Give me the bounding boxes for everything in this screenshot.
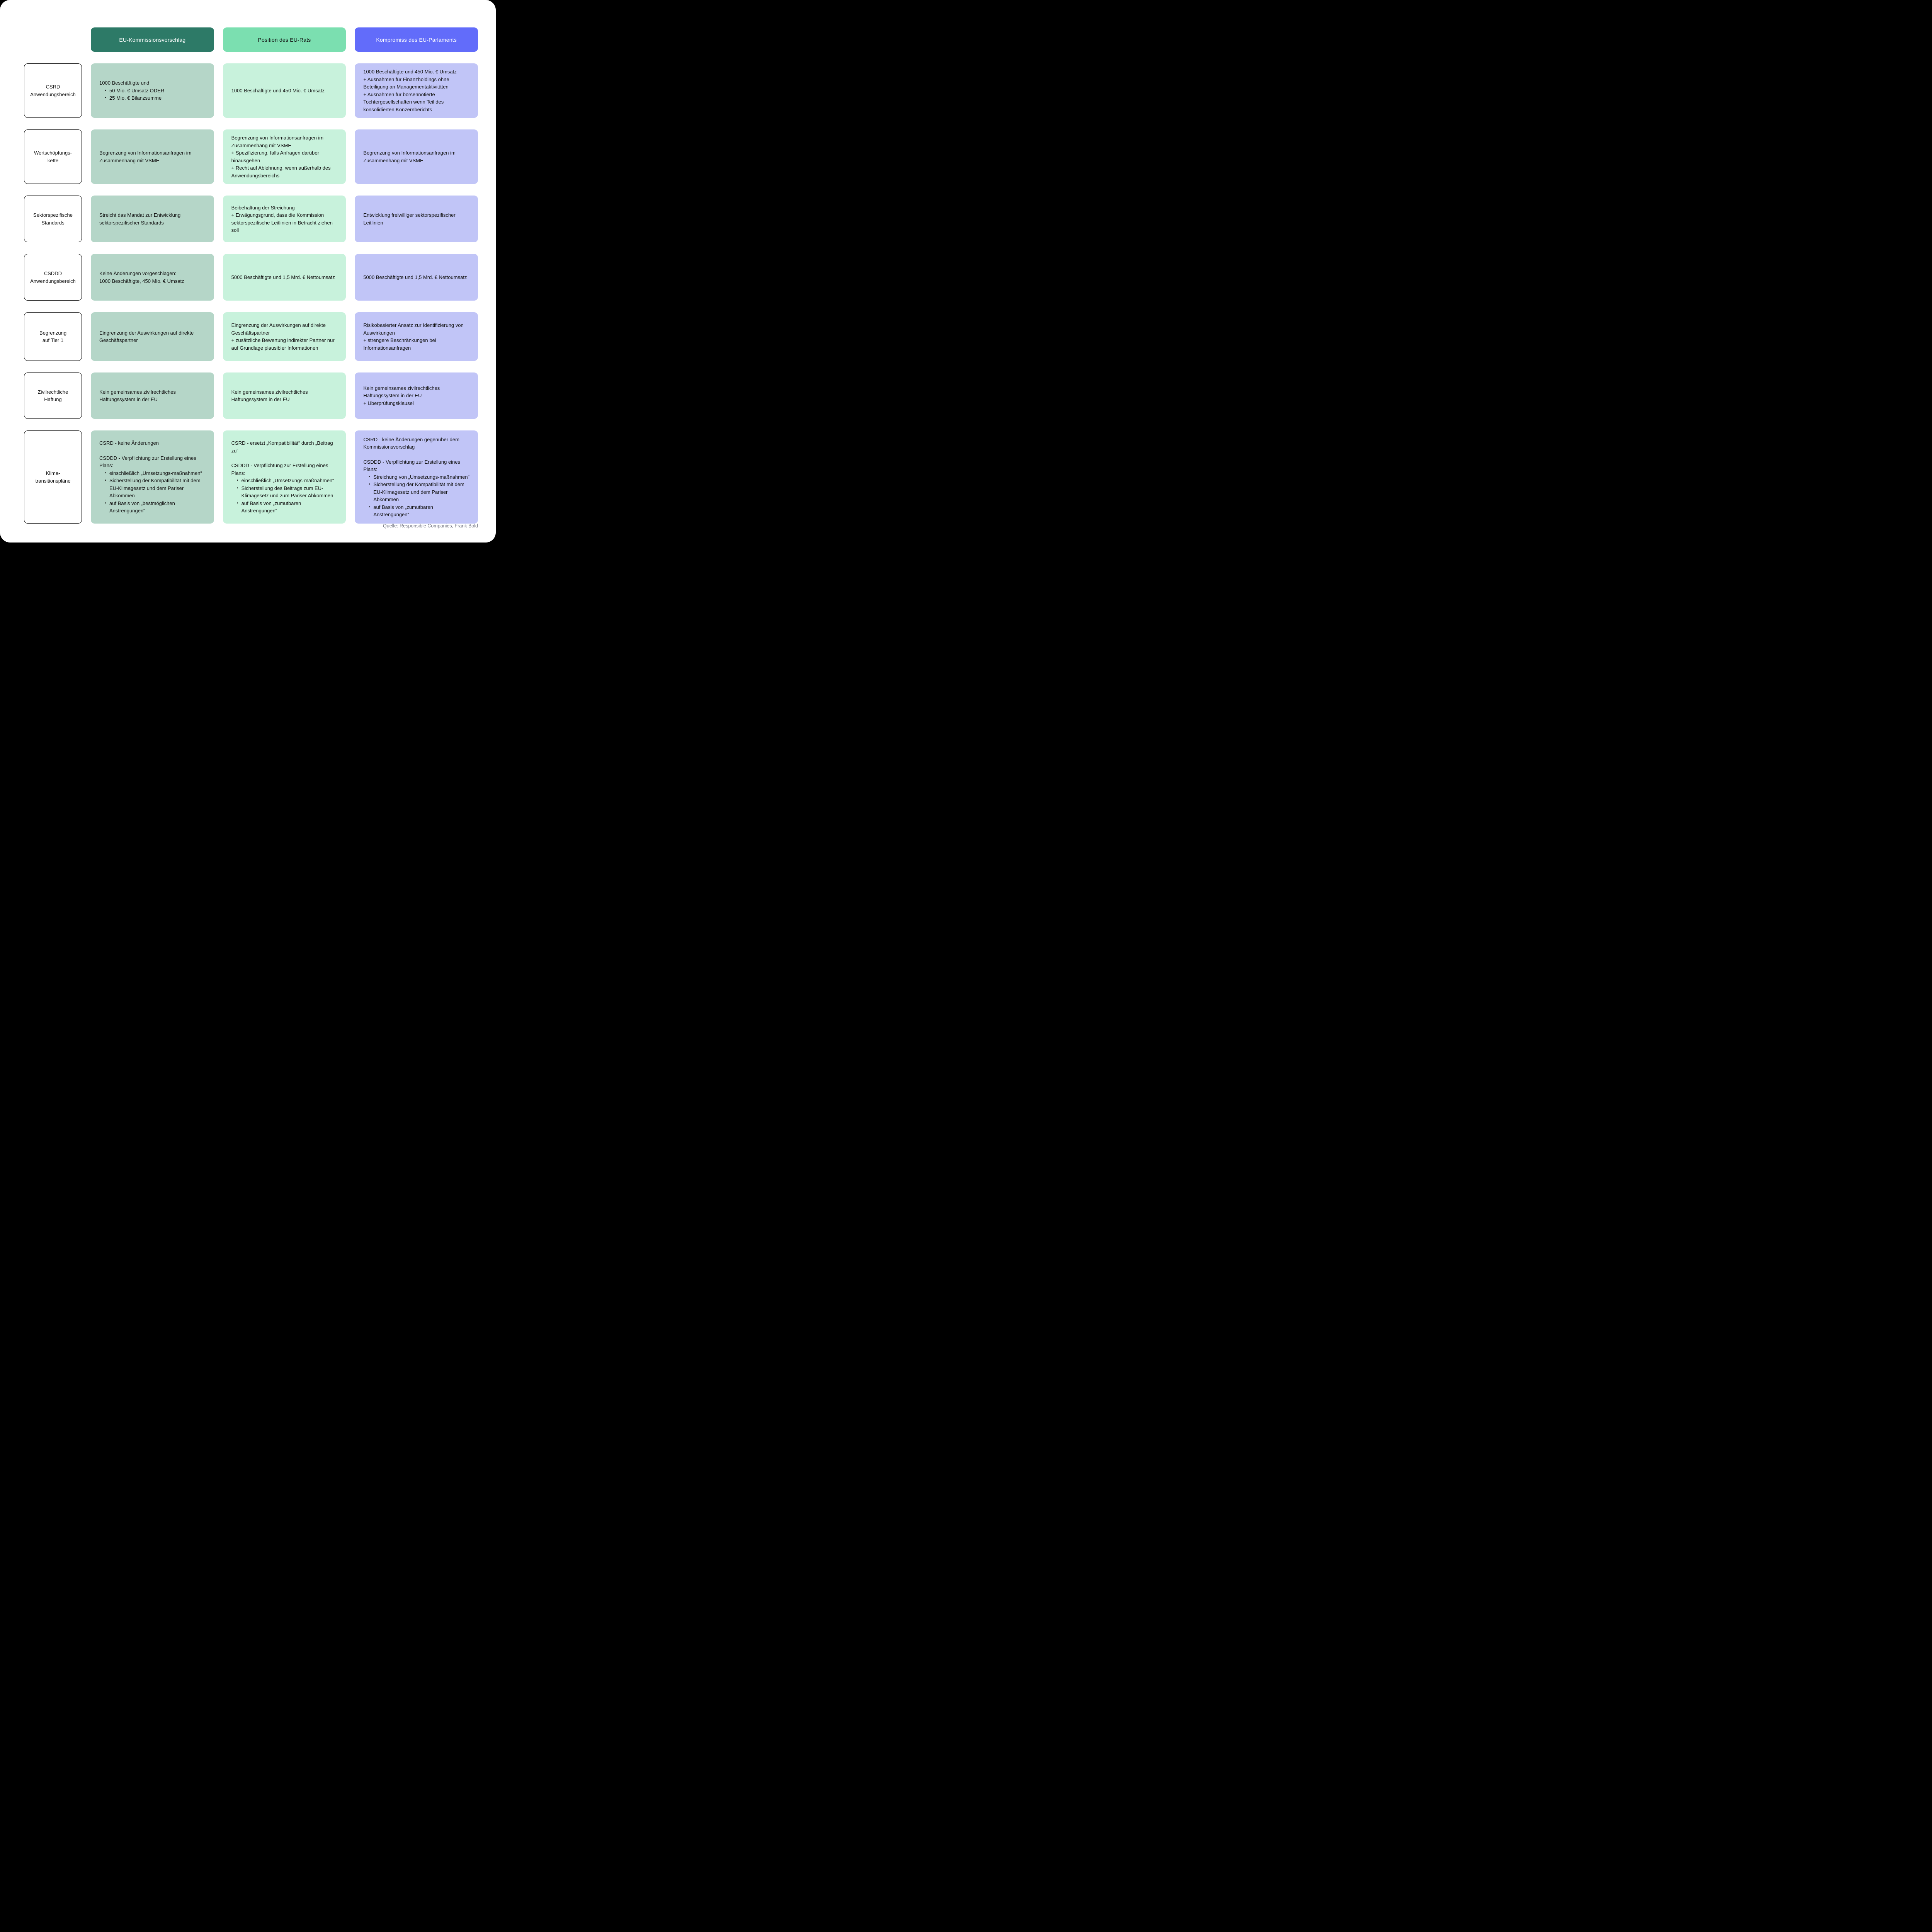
bullet-list: Streichung von „Umsetzungs-maßnahmen”Sic… <box>363 473 469 519</box>
cell-council: 5000 Beschäftigte und 1,5 Mrd. € Nettoum… <box>223 254 346 301</box>
bullet-item: auf Basis von „zumutbaren Anstrengungen“ <box>369 503 469 519</box>
cell-paragraph: Kein gemeinsames zivilrechtliches Haftun… <box>99 389 176 403</box>
cell-paragraph: CSRD - keine Änderungen <box>99 440 159 446</box>
cell-parliament: Risikobasierter Ansatz zur Identifizieru… <box>355 312 478 361</box>
row-label: Wertschöpfungs- kette <box>24 129 82 184</box>
cell-paragraph: Begrenzung von Informationsanfragen im Z… <box>99 150 192 163</box>
cell-commission: 1000 Beschäftigte und50 Mio. € Umsatz OD… <box>91 63 214 118</box>
cell-commission: Streicht das Mandat zur Entwicklung sekt… <box>91 196 214 242</box>
cell-paragraph: Kein gemeinsames zivilrechtliches Haftun… <box>363 385 440 406</box>
cell-parliament: Begrenzung von Informationsanfragen im Z… <box>355 129 478 184</box>
cell-paragraph: CSRD - keine Änderungen gegenüber dem Ko… <box>363 436 459 450</box>
cell-paragraph: Eingrenzung der Auswirkungen auf direkte… <box>231 322 335 351</box>
header-spacer <box>24 27 82 52</box>
row-label: Sektorspezifische Standards <box>24 196 82 242</box>
cell-paragraph: CSRD - ersetzt „Kompatibilität“ durch „B… <box>231 440 333 454</box>
cell-paragraph: 1000 Beschäftigte und 450 Mio. € Umsatz <box>231 87 325 94</box>
cell-paragraph: Beibehaltung der Streichung + Erwägungsg… <box>231 204 333 233</box>
cell-council: Eingrenzung der Auswirkungen auf direkte… <box>223 312 346 361</box>
bullet-list: einschließlich „Umsetzungs-maßnahmen“Sic… <box>99 469 206 515</box>
cell-paragraph: Eingrenzung der Auswirkungen auf direkte… <box>99 330 194 344</box>
bullet-list: 50 Mio. € Umsatz ODER25 Mio. € Bilanzsum… <box>99 87 206 102</box>
cell-paragraph: Begrenzung von Informationsanfragen im Z… <box>363 150 456 163</box>
bullet-item: einschließlich „Umsetzungs-maßnahmen“ <box>105 469 206 477</box>
cell-paragraph: CSDDD - Verpflichtung zur Erstellung ein… <box>99 455 196 469</box>
bullet-item: einschließlich „Umsetzungs-maßnahmen“ <box>237 477 338 485</box>
column-header-commission: EU-Kommissionsvorschlag <box>91 27 214 52</box>
row-label: Zivilrechtliche Haftung <box>24 372 82 419</box>
row-label: Klima- transitionspläne <box>24 430 82 524</box>
cell-paragraph: Kein gemeinsames zivilrechtliches Haftun… <box>231 389 308 403</box>
row-label: CSRD Anwendungsbereich <box>24 63 82 118</box>
bullet-item: auf Basis von „zumutbaren Anstrengungen“ <box>237 500 338 515</box>
bullet-item: 25 Mio. € Bilanzsumme <box>105 94 206 102</box>
bullet-item: Streichung von „Umsetzungs-maßnahmen” <box>369 473 469 481</box>
column-header-council: Position des EU-Rats <box>223 27 346 52</box>
cell-paragraph: Streicht das Mandat zur Entwicklung sekt… <box>99 212 181 226</box>
cell-council: CSRD - ersetzt „Kompatibilität“ durch „B… <box>223 430 346 524</box>
cell-council: Kein gemeinsames zivilrechtliches Haftun… <box>223 372 346 419</box>
cell-council: Beibehaltung der Streichung + Erwägungsg… <box>223 196 346 242</box>
cell-council: Begrenzung von Informationsanfragen im Z… <box>223 129 346 184</box>
row-label: CSDDD Anwendungsbereich <box>24 254 82 301</box>
cell-commission: Begrenzung von Informationsanfragen im Z… <box>91 129 214 184</box>
cell-parliament: Entwicklung freiwilliger sektorspezifisc… <box>355 196 478 242</box>
cell-council: 1000 Beschäftigte und 450 Mio. € Umsatz <box>223 63 346 118</box>
bullet-item: auf Basis von „bestmöglichen Anstrengung… <box>105 500 206 515</box>
bullet-item: Sicherstellung der Kompatibilität mit de… <box>369 481 469 503</box>
cell-paragraph: CSDDD - Verpflichtung zur Erstellung ein… <box>363 459 461 473</box>
source-note: Quelle: Responsible Companies, Frank Bol… <box>383 523 478 529</box>
comparison-table: EU-Kommissionsvorschlag Position des EU-… <box>24 27 478 524</box>
cell-parliament: CSRD - keine Änderungen gegenüber dem Ko… <box>355 430 478 524</box>
comparison-infographic: EU-Kommissionsvorschlag Position des EU-… <box>0 0 496 543</box>
cell-paragraph: CSDDD - Verpflichtung zur Erstellung ein… <box>231 463 328 476</box>
cell-paragraph: Entwicklung freiwilliger sektorspezifisc… <box>363 212 456 226</box>
cell-parliament: 5000 Beschäftigte und 1,5 Mrd. € Nettoum… <box>355 254 478 301</box>
cell-paragraph: Keine Änderungen vorgeschlagen: 1000 Bes… <box>99 270 184 284</box>
cell-paragraph: Begrenzung von Informationsanfragen im Z… <box>231 135 331 179</box>
cell-commission: Kein gemeinsames zivilrechtliches Haftun… <box>91 372 214 419</box>
row-label: Begrenzung auf Tier 1 <box>24 312 82 361</box>
cell-parliament: Kein gemeinsames zivilrechtliches Haftun… <box>355 372 478 419</box>
column-header-parliament: Kompromiss des EU-Parlaments <box>355 27 478 52</box>
bullet-item: Sicherstellung des Beitrags zum EU-Klima… <box>237 485 338 500</box>
bullet-item: Sicherstellung der Kompatibilität mit de… <box>105 477 206 500</box>
cell-paragraph: 5000 Beschäftigte und 1,5 Mrd. € Nettoum… <box>363 274 467 280</box>
bullet-item: 50 Mio. € Umsatz ODER <box>105 87 206 95</box>
cell-paragraph: 1000 Beschäftigte und 450 Mio. € Umsatz … <box>363 69 457 112</box>
cell-commission: Eingrenzung der Auswirkungen auf direkte… <box>91 312 214 361</box>
cell-paragraph: 5000 Beschäftigte und 1,5 Mrd. € Nettoum… <box>231 274 335 280</box>
cell-paragraph: Risikobasierter Ansatz zur Identifizieru… <box>363 322 464 351</box>
cell-paragraph: 1000 Beschäftigte und <box>99 80 150 86</box>
cell-parliament: 1000 Beschäftigte und 450 Mio. € Umsatz … <box>355 63 478 118</box>
cell-commission: Keine Änderungen vorgeschlagen: 1000 Bes… <box>91 254 214 301</box>
bullet-list: einschließlich „Umsetzungs-maßnahmen“Sic… <box>231 477 338 515</box>
